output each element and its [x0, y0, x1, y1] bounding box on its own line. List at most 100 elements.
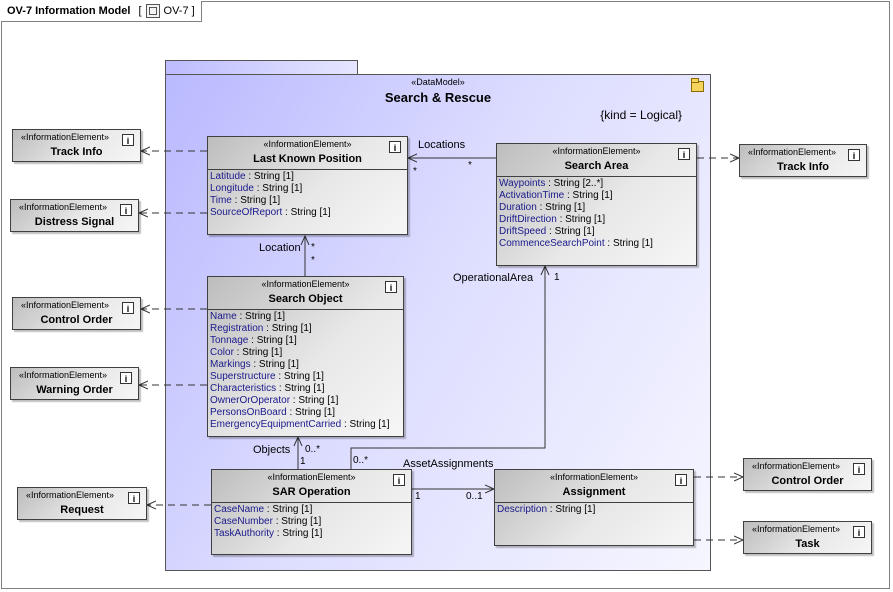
element-stereotype: «InformationElement»	[21, 300, 110, 310]
package-stereotype: «DataModel»	[411, 77, 465, 87]
attribute: EmergencyEquipmentCarried : String [1]	[210, 419, 390, 430]
compartment-divider	[495, 502, 693, 503]
attribute: ActivationTime : String [1]	[499, 190, 613, 201]
package-kind: {kind = Logical}	[600, 108, 682, 122]
multiplicity-label: 1	[415, 491, 421, 502]
attribute: SourceOfReport : String [1]	[210, 207, 331, 218]
element-name: Search Area	[564, 160, 629, 172]
element-stereotype: «InformationElement»	[748, 147, 837, 157]
compartment-divider	[497, 176, 696, 177]
attribute-list: Name : String [1] Registration : String …	[210, 311, 390, 431]
element-stereotype: «InformationElement»	[261, 279, 350, 289]
element-stereotype: «InformationElement»	[19, 202, 108, 212]
element-name: Track Info	[777, 161, 829, 173]
role-label-objects: Objects	[253, 444, 291, 456]
info-icon[interactable]: i	[122, 302, 134, 314]
info-icon[interactable]: i	[393, 474, 405, 486]
element-assignment[interactable]: «InformationElement» Assignment i Descri…	[494, 469, 694, 546]
multiplicity-label: 1	[554, 272, 560, 283]
info-icon[interactable]: i	[853, 526, 865, 538]
external-warning-order[interactable]: «InformationElement» Warning Order i	[10, 367, 139, 400]
multiplicity-label: 0..1	[466, 491, 483, 502]
info-icon[interactable]: i	[853, 463, 865, 475]
attribute: Description : String [1]	[497, 504, 596, 515]
element-name: Search Object	[268, 293, 343, 305]
diagram-tag: OV-7	[163, 5, 189, 17]
element-name: SAR Operation	[272, 486, 351, 498]
info-icon[interactable]: i	[675, 474, 687, 486]
element-name: Last Known Position	[253, 153, 362, 165]
external-request[interactable]: «InformationElement» Request i	[17, 487, 147, 520]
element-search-area[interactable]: «InformationElement» Search Area i Waypo…	[496, 143, 697, 266]
attribute: PersonsOnBoard : String [1]	[210, 407, 336, 418]
element-search-object[interactable]: «InformationElement» Search Object i Nam…	[207, 276, 404, 437]
compartment-divider	[208, 309, 403, 310]
info-icon[interactable]: i	[389, 141, 401, 153]
attribute-list: Description : String [1]	[497, 504, 595, 516]
external-track-info-right[interactable]: «InformationElement» Track Info i	[739, 144, 867, 177]
element-stereotype: «InformationElement»	[263, 139, 352, 149]
attribute: Latitude : String [1]	[210, 171, 294, 182]
attribute: Waypoints : String [2..*]	[499, 178, 604, 189]
attribute: CaseName : String [1]	[214, 504, 313, 515]
element-stereotype: «InformationElement»	[552, 146, 641, 156]
info-icon[interactable]: i	[848, 149, 860, 161]
info-icon[interactable]: i	[122, 134, 134, 146]
diagram-tag-close: ]	[191, 5, 195, 17]
attribute: Tonnage : String [1]	[210, 335, 297, 346]
attribute: CaseNumber : String [1]	[214, 516, 322, 527]
attribute: DriftSpeed : String [1]	[499, 226, 595, 237]
element-stereotype: «InformationElement»	[267, 472, 356, 482]
attribute: OwnerOrOperator : String [1]	[210, 395, 339, 406]
element-name: Request	[60, 504, 104, 516]
diagram-title-tab[interactable]: OV-7 Information Model [ OV-7 ]	[1, 1, 202, 22]
compartment-divider	[208, 169, 407, 170]
attribute: CommenceSearchPoint : String [1]	[499, 238, 653, 249]
info-icon[interactable]: i	[120, 372, 132, 384]
external-track-info-left[interactable]: «InformationElement» Track Info i	[12, 129, 141, 162]
element-stereotype: «InformationElement»	[752, 524, 841, 534]
attribute: Markings : String [1]	[210, 359, 299, 370]
attribute: Superstructure : String [1]	[210, 371, 324, 382]
attribute-list: Waypoints : String [2..*] ActivationTime…	[499, 178, 653, 250]
attribute: Characteristics : String [1]	[210, 383, 325, 394]
info-icon[interactable]: i	[120, 204, 132, 216]
compartment-divider	[212, 502, 411, 503]
element-stereotype: «InformationElement»	[26, 490, 115, 500]
role-label-locations: Locations	[418, 139, 466, 151]
diagram-tag-open: [	[138, 5, 142, 17]
attribute-list: CaseName : String [1] CaseNumber : Strin…	[214, 504, 322, 540]
element-stereotype: «InformationElement»	[21, 132, 110, 142]
element-name: Control Order	[771, 475, 844, 487]
element-name: Task	[795, 538, 820, 550]
role-label-location: Location	[259, 242, 301, 254]
info-icon[interactable]: i	[128, 492, 140, 504]
external-control-order-right[interactable]: «InformationElement» Control Order i	[743, 458, 872, 491]
assoc-operational-area	[350, 266, 545, 469]
external-distress-signal[interactable]: «InformationElement» Distress Signal i	[10, 199, 139, 232]
element-stereotype: «InformationElement»	[19, 370, 108, 380]
multiplicity-label: 1	[300, 456, 306, 467]
package-name: Search & Rescue	[384, 90, 492, 105]
element-stereotype: «InformationElement»	[752, 461, 841, 471]
attribute-list: Latitude : String [1] Longitude : String…	[210, 171, 331, 219]
attribute: TaskAuthority : String [1]	[214, 528, 323, 539]
package-tab	[165, 60, 358, 74]
multiplicity-label: *	[311, 255, 315, 266]
multiplicity-label: 0..*	[353, 455, 369, 466]
attribute: Longitude : String [1]	[210, 183, 303, 194]
role-label-operational-area: OperationalArea	[453, 272, 534, 284]
attribute: Registration : String [1]	[210, 323, 312, 334]
info-icon[interactable]: i	[678, 148, 690, 160]
diagram-title: OV-7 Information Model	[7, 5, 131, 17]
element-last-known-position[interactable]: «InformationElement» Last Known Position…	[207, 136, 408, 235]
element-name: Assignment	[562, 486, 626, 498]
element-name: Warning Order	[36, 384, 113, 396]
external-control-order-left[interactable]: «InformationElement» Control Order i	[12, 297, 141, 330]
info-icon[interactable]: i	[385, 281, 397, 293]
attribute: Time : String [1]	[210, 195, 281, 206]
element-sar-operation[interactable]: «InformationElement» SAR Operation i Cas…	[211, 469, 412, 555]
external-task[interactable]: «InformationElement» Task i	[743, 521, 872, 554]
